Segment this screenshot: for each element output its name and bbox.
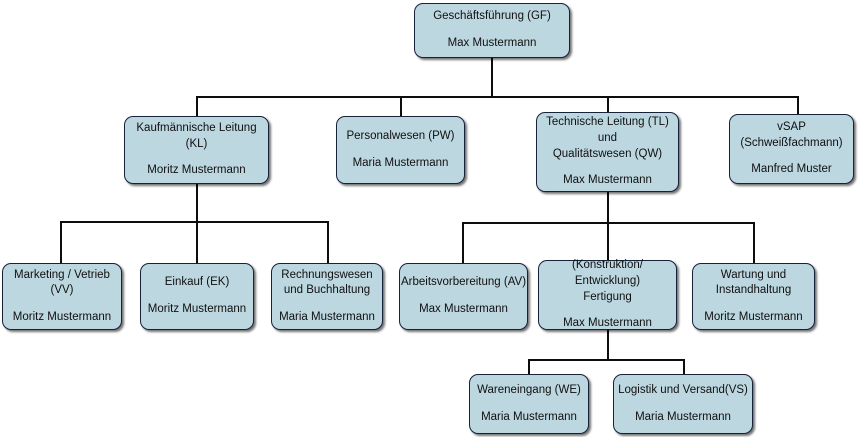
node-title: Wareneingang (WE) — [477, 383, 581, 396]
node-vsap[interactable]: vSAP (Schweißfachmann) Manfred Muster — [729, 114, 854, 184]
connector-drop-tl — [607, 96, 609, 112]
connector-drop-pw — [400, 96, 402, 116]
connector-drop-kl — [196, 96, 198, 116]
node-wartung-instandhaltung[interactable]: Wartung und Instandhaltung Moritz Muster… — [692, 263, 815, 330]
node-technische-leitung[interactable]: Technische Leitung (TL) und Qualitätswes… — [536, 112, 679, 192]
node-person: Maria Mustermann — [352, 156, 449, 169]
node-person: Maria Mustermann — [481, 410, 577, 423]
connector-kl-bus — [60, 221, 328, 223]
node-einkauf[interactable]: Einkauf (EK) Moritz Mustermann — [140, 263, 254, 330]
connector-gf-stem — [491, 58, 493, 97]
connector-drop-vv — [60, 221, 62, 263]
connector-drop-ke — [607, 222, 609, 260]
node-person: Moritz Mustermann — [147, 164, 246, 177]
connector-drop-rb — [327, 221, 329, 263]
connector-bottom-bus — [528, 359, 684, 361]
node-person: Max Mustermann — [419, 303, 508, 315]
connector-drop-ek — [196, 221, 198, 263]
node-title: Rechnungswesen und Buchhaltung — [281, 268, 373, 297]
connector-ke-stem — [607, 330, 609, 361]
node-konstruktion-fertigung[interactable]: (Konstruktion/ Entwicklung) Fertigung Ma… — [538, 259, 677, 330]
node-person: Moritz Mustermann — [147, 303, 247, 315]
node-wareneingang[interactable]: Wareneingang (WE) Maria Mustermann — [469, 374, 589, 434]
node-person: Manfred Muster — [751, 163, 832, 176]
connector-kl-stem — [196, 184, 198, 222]
node-title: Marketing / Vetrieb (VV) — [14, 268, 110, 297]
node-person: Maria Mustermann — [635, 410, 731, 423]
connector-drop-wi — [753, 222, 755, 263]
node-title: Kaufmännische Leitung (KL) — [136, 122, 257, 150]
connector-drop-vs — [683, 359, 685, 375]
node-person: Maria Mustermann — [279, 310, 375, 323]
node-title: Personalwesen (PW) — [346, 129, 455, 142]
connector-drop-we — [528, 359, 530, 375]
connector-level2-bus — [196, 96, 798, 98]
node-person: Moritz Mustermann — [704, 310, 803, 323]
connector-drop-av — [462, 222, 464, 263]
node-personalwesen[interactable]: Personalwesen (PW) Maria Mustermann — [336, 116, 465, 184]
node-logistik-versand[interactable]: Logistik und Versand(VS) Maria Musterman… — [613, 374, 753, 434]
node-rechnungswesen-buchhaltung[interactable]: Rechnungswesen und Buchhaltung Maria Mus… — [271, 263, 383, 330]
node-title: Arbeitsvorbereitung (AV) — [400, 276, 527, 289]
node-title: Geschäftsführung (GF) — [433, 10, 551, 23]
node-geschaeftsfuehrung[interactable]: Geschäftsführung (GF) Max Mustermann — [414, 3, 570, 58]
node-kaufmaennische-leitung[interactable]: Kaufmännische Leitung (KL) Moritz Muster… — [124, 116, 269, 184]
node-person: Moritz Mustermann — [12, 310, 112, 323]
node-title: Einkauf (EK) — [164, 276, 230, 289]
connector-drop-vsap — [797, 96, 799, 114]
node-marketing-vertrieb[interactable]: Marketing / Vetrieb (VV) Moritz Musterma… — [2, 263, 122, 330]
node-title: Technische Leitung (TL) und Qualitätswes… — [546, 116, 669, 160]
node-title: (Konstruktion/ Entwicklung) Fertigung — [572, 259, 643, 303]
node-title: Wartung und Instandhaltung — [715, 268, 792, 297]
node-arbeitsvorbereitung[interactable]: Arbeitsvorbereitung (AV) Max Mustermann — [399, 263, 528, 330]
node-person: Max Mustermann — [563, 317, 652, 330]
node-person: Max Mustermann — [447, 37, 537, 49]
connector-tl-stem — [607, 192, 609, 223]
node-person: Max Mustermann — [563, 174, 652, 187]
node-title: Logistik und Versand(VS) — [618, 383, 748, 396]
node-title: vSAP (Schweißfachmann) — [740, 121, 843, 149]
